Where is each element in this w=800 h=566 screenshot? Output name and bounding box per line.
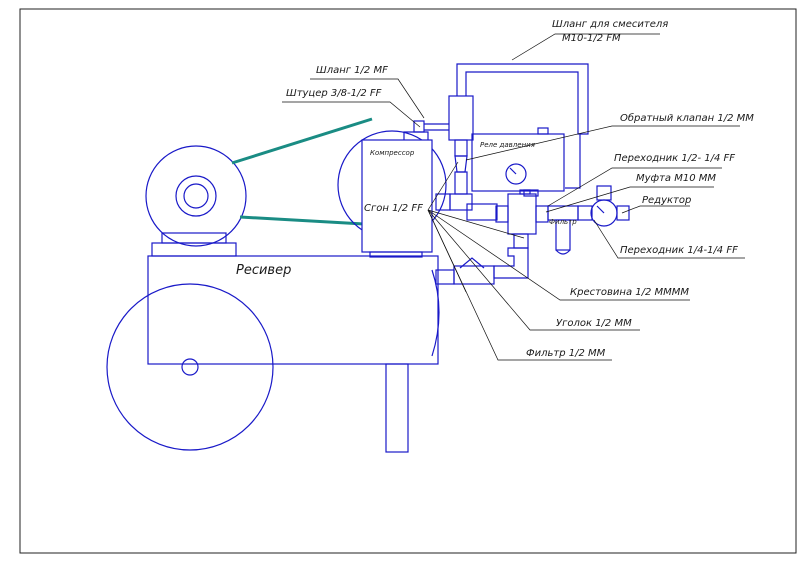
label-reducer: Редуктор — [642, 195, 691, 206]
label-elbow-ff: Сгон 1/2 FF — [364, 203, 423, 214]
label-compressor: Компрессор — [370, 149, 415, 157]
drawing-frame — [19, 8, 797, 554]
label-adapter-1: Переходник 1/2- 1/4 FF — [614, 153, 735, 164]
label-hose-mixer-line1: Шланг для смесителя — [552, 19, 668, 30]
compressor-unit — [337, 120, 447, 258]
label-adapter-2: Переходник 1/4-1/4 FF — [620, 245, 738, 256]
mixer-hose — [456, 63, 589, 189]
label-pressure-relay: Реле давления — [480, 141, 535, 149]
receiver-tank — [147, 255, 440, 453]
label-fitting: Штуцер 3/8-1/2 FF — [286, 88, 382, 99]
label-hose-mixer-line2: М10-1/2 FM — [562, 33, 621, 44]
electric-motor — [145, 145, 247, 257]
label-check-valve: Обратный клапан 1/2 ММ — [620, 112, 754, 124]
filter-small — [547, 205, 579, 255]
label-cross: Крестовина 1/2 ММММ — [570, 287, 689, 298]
elbow-and-filter — [435, 247, 529, 285]
cross-fitting — [466, 189, 549, 249]
leader-lines — [282, 33, 745, 361]
drive-belt-bottom — [239, 215, 365, 226]
label-coupling: Муфта М10 ММ — [636, 173, 716, 184]
label-receiver: Ресивер — [236, 263, 291, 278]
label-elbow-mm: Уголок 1/2 ММ — [556, 318, 632, 329]
label-filter-mm: Фильтр 1/2 ММ — [526, 348, 606, 359]
flywheel — [106, 283, 274, 451]
reducer-unit — [577, 185, 630, 227]
label-hose-mf: Шланг 1/2 MF — [316, 65, 388, 76]
drive-belt-top — [231, 117, 373, 165]
manifold-pipes — [424, 95, 474, 211]
pressure-relay-box — [471, 127, 565, 197]
label-filter-small: Фильтр — [549, 218, 577, 226]
